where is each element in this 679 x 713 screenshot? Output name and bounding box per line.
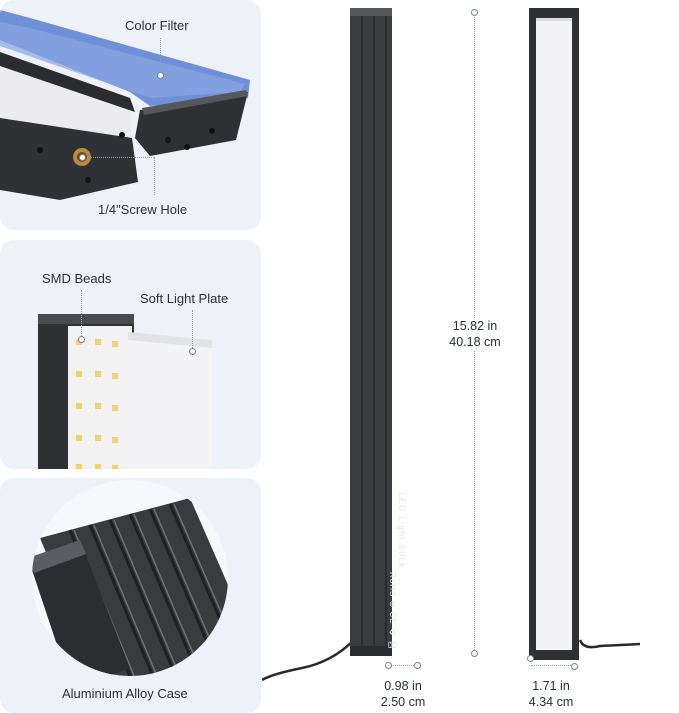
width-in: 1.71 in: [532, 679, 570, 693]
color-filter-label: Color Filter: [125, 18, 189, 33]
smd-beads-detail-panel: SMD Beads Soft Light Plate: [0, 240, 261, 469]
light-stick-side-view: [262, 8, 392, 682]
height-dimension: 15.82 in 40.18 cm: [430, 318, 520, 350]
height-in: 15.82 in: [452, 319, 498, 333]
depth-cm: 2.50 cm: [380, 695, 426, 709]
smd-beads-label: SMD Beads: [42, 271, 112, 286]
screw-hole-label: 1/4"Screw Hole: [98, 202, 188, 217]
smd-beads-illustration: [38, 314, 212, 469]
width-dimension: 1.71 in 4.34 cm: [516, 678, 586, 710]
light-stick-front-view: [529, 8, 640, 660]
color-filter-detail-panel: Color Filter 1/4"Screw Hole: [0, 0, 261, 230]
alloy-case-illustration: [32, 480, 228, 676]
width-cm: 4.34 cm: [528, 695, 574, 709]
certification-marks: RoHS ⊕ CE ♻ ⌧: [388, 572, 397, 652]
alloy-case-detail-panel: Aluminium Alloy Case: [0, 478, 261, 713]
depth-dimension: 0.98 in 2.50 cm: [368, 678, 438, 710]
height-cm: 40.18 cm: [449, 335, 501, 349]
product-name-print: LED Light Stick: [397, 492, 407, 569]
soft-light-plate-label: Soft Light Plate: [140, 291, 229, 306]
depth-in: 0.98 in: [384, 679, 422, 693]
color-filter-illustration: [0, 10, 250, 200]
alloy-case-label: Aluminium Alloy Case: [62, 686, 188, 701]
